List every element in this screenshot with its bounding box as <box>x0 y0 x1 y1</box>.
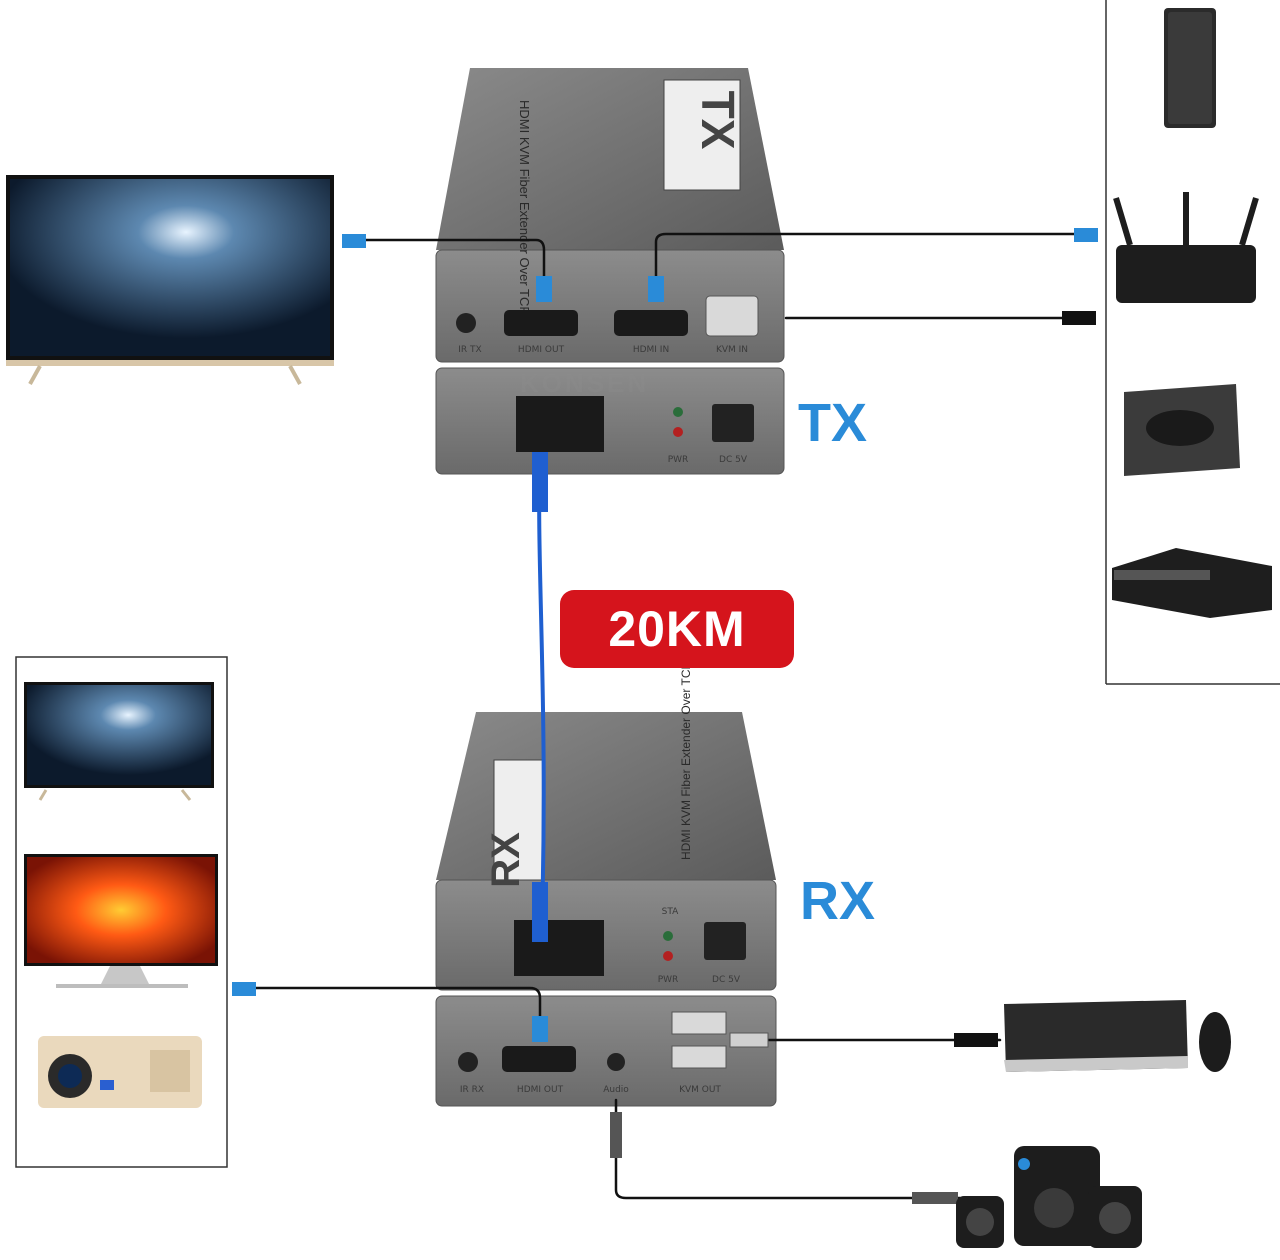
port-label: DC 5V <box>719 455 748 465</box>
kvm-in-port <box>705 295 759 337</box>
hdmi-connector <box>1074 228 1098 242</box>
rx-title-plate: RX <box>484 759 545 888</box>
fiber-connector <box>532 452 548 512</box>
hdmi-connector <box>648 276 664 302</box>
usb-port <box>671 1045 727 1069</box>
usb-connector <box>954 1033 998 1047</box>
power-led <box>663 951 673 961</box>
rx-label: RX <box>800 871 876 931</box>
port-label: KVM OUT <box>679 1085 721 1095</box>
audio-connector <box>610 1112 622 1158</box>
usb-port <box>671 1011 727 1035</box>
usb-connector <box>729 1032 769 1048</box>
port-label: Audio <box>603 1085 629 1095</box>
hdmi-out-port <box>502 1046 576 1072</box>
rx-unit: RX HDMI KVM Fiber Extender Over TCP/IP S… <box>435 647 777 1107</box>
port-label: IR TX <box>458 345 481 355</box>
distance-badge: 20KM <box>560 590 794 668</box>
port-label: PWR <box>668 455 689 465</box>
port-label: IR RX <box>460 1085 484 1095</box>
rx-plate-title: RX <box>484 832 528 888</box>
keyboard-icon <box>1004 1000 1188 1072</box>
port-label: DC 5V <box>712 975 741 985</box>
tx-title-plate: TX <box>663 79 744 191</box>
speaker-icon <box>956 1146 1142 1248</box>
router-icon <box>1113 192 1259 303</box>
brand-watermark: KONSEN <box>520 368 650 398</box>
usb-connector <box>1062 311 1096 325</box>
hdmi-cable-rx-display <box>238 986 542 1042</box>
hdmi-connector <box>536 276 552 302</box>
tx-plate-title: TX <box>692 91 744 150</box>
cables <box>232 228 1098 1204</box>
dc-power-port <box>712 404 754 442</box>
port-label: KVM IN <box>716 345 748 355</box>
audio-connector <box>912 1192 958 1204</box>
port-label: HDMI OUT <box>517 1085 564 1095</box>
hdmi-connector <box>532 1016 548 1042</box>
mouse-icon <box>1199 1012 1231 1072</box>
port-label: HDMI IN <box>633 345 669 355</box>
tx-side-text: HDMI KVM Fiber Extender Over TCP/IP <box>517 100 532 331</box>
source-devices-panel <box>1105 0 1280 685</box>
rx-tv-icon <box>24 682 214 801</box>
fiber-sfp-port <box>516 396 604 452</box>
ir-rx-port <box>458 1052 478 1072</box>
dc-power-port <box>704 922 746 960</box>
projector-icon <box>38 1036 202 1108</box>
rx-displays-panel <box>15 656 228 1168</box>
ir-tx-port <box>456 313 476 333</box>
dvr-icon <box>1112 548 1272 618</box>
audio-cable <box>614 1098 962 1200</box>
port-label: HDMI OUT <box>518 345 565 355</box>
tx-unit: TX HDMI KVM Fiber Extender Over TCP/IP I… <box>435 68 785 475</box>
fiber-connector <box>532 882 548 942</box>
power-led <box>673 427 683 437</box>
status-led <box>673 407 683 417</box>
hdmi-connector <box>342 234 366 248</box>
audio-port <box>607 1053 625 1071</box>
port-label: STA <box>662 907 680 917</box>
rx-side-text: HDMI KVM Fiber Extender Over TCP/IP <box>679 647 693 860</box>
hdmi-cable-tx-display <box>348 238 546 302</box>
hdmi-out-port <box>504 310 578 336</box>
tx-tv-icon <box>6 175 334 385</box>
hdmi-in-port <box>614 310 688 336</box>
fiber-sfp-port <box>514 920 604 976</box>
hdmi-cable-tx-source <box>654 232 1092 302</box>
status-led <box>663 931 673 941</box>
tx-label: TX <box>798 393 868 453</box>
hdmi-connector <box>232 982 256 996</box>
monitor-icon <box>24 854 218 988</box>
pc-tower-icon <box>1164 8 1216 128</box>
port-label: PWR <box>658 975 679 985</box>
game-console-icon <box>1124 384 1240 476</box>
